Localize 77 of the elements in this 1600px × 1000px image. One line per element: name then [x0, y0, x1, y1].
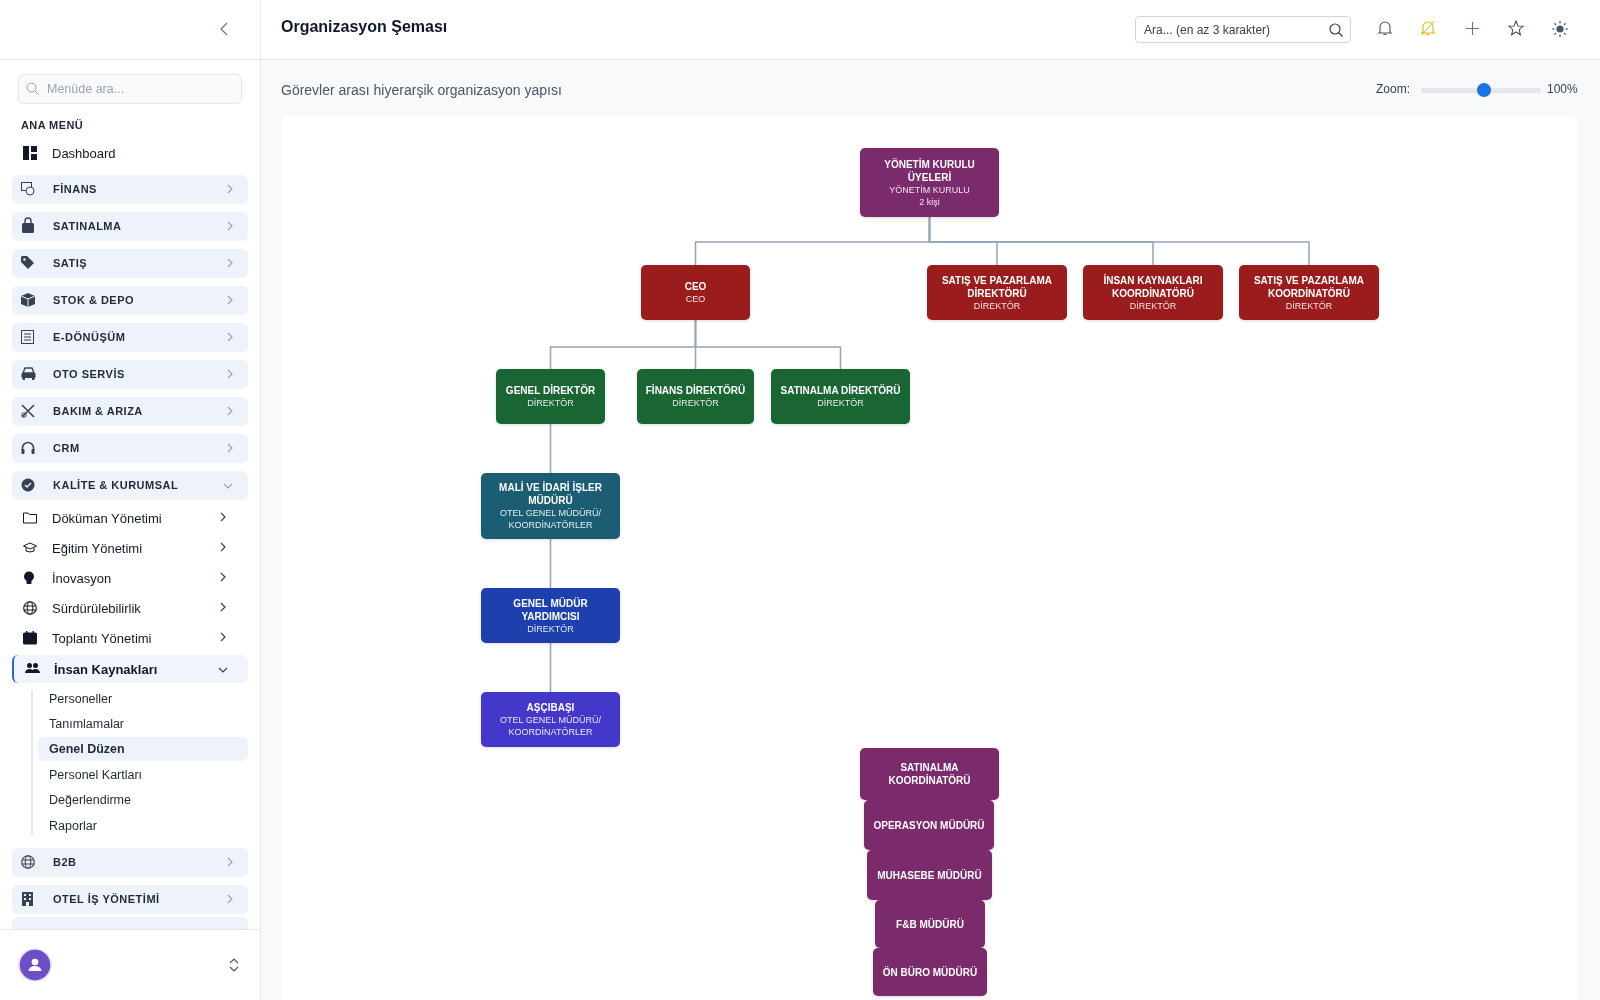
menu-item: STOK & DEPO	[12, 286, 248, 314]
menu-item: Sürdürülebilirlik	[12, 594, 248, 622]
role-title: SATINALMA DİREKTÖRÜ	[780, 384, 901, 397]
menu-item: SATINALMA	[12, 212, 248, 240]
role-title: SATINALMA KOORDİNATÖRÜ	[887, 761, 972, 787]
connector-line	[694, 319, 842, 370]
role-level: DİREKTÖR	[672, 397, 719, 409]
search-field: Ara... (en az 3 karakter)	[1135, 16, 1351, 43]
org-chart-box	[496, 369, 605, 424]
menu-item: Döküman Yönetimi	[12, 504, 248, 532]
role-title: GENEL DİREKTÖR	[505, 384, 596, 397]
menu-item: SATIŞ	[12, 249, 248, 277]
menu-item: İnsan Kaynakları	[12, 655, 248, 683]
org-chart-box	[481, 588, 620, 643]
menu-item: Toplantı Yönetimi	[12, 624, 248, 652]
role-title: SATIŞ VE PAZARLAMA KOORDİNATÖRÜ	[1252, 273, 1366, 300]
menu-item: Eğitim Yönetimi	[12, 534, 248, 562]
role-title: OPERASYON MÜDÜRÜ	[873, 818, 985, 832]
menu-item: Dashboard	[12, 139, 248, 167]
menu-item: KALİTE & KURUMSAL	[12, 471, 248, 499]
menu-item: OTO SERVİS	[12, 360, 248, 388]
role-title: AŞÇIBAŞI	[526, 701, 575, 714]
org-chart-box	[860, 148, 999, 217]
page-subtitle: Görevler arası hiyerarşik organizasyon yapısı	[281, 82, 562, 98]
menu-item: FİNANS	[12, 175, 248, 203]
menu-item: BAKIM & ARIZA	[12, 397, 248, 425]
connector-line	[549, 538, 552, 589]
role-title: MUHASEBE MÜDÜRÜ	[877, 868, 982, 882]
role-title: GENEL MÜDÜR YARDIMCISI	[512, 596, 589, 623]
org-chart-box	[1083, 265, 1223, 320]
zoom-value: 100%	[1547, 82, 1578, 96]
menu-item: E-DÖNÜŞÜM	[12, 323, 248, 351]
menu-item: Genel Düzen	[38, 737, 248, 761]
role-level: DİREKTÖR	[973, 299, 1021, 312]
role-level: DİREKTÖR	[1285, 299, 1333, 312]
org-chart-box	[481, 473, 620, 539]
role-level: OTEL GENEL MÜDÜRÜ/ KOORDİNATÖRLER	[499, 714, 602, 738]
role-level: DİREKTÖR	[527, 397, 574, 409]
menu-item: Değerlendirme	[48, 792, 132, 809]
role-title: YÖNETİM KURULU ÜYELERİ	[883, 157, 976, 184]
role-title: CEO	[684, 280, 707, 293]
org-chart-box	[927, 265, 1067, 320]
role-title: ÖN BÜRO MÜDÜRÜ	[882, 965, 978, 979]
member-count: 2 kişi	[919, 195, 940, 208]
org-chart-box	[860, 748, 999, 800]
menu-item: CRM	[12, 434, 248, 462]
menu-item: İnovasyon	[12, 564, 248, 592]
role-title: MALİ VE İDARİ İŞLER MÜDÜRÜ	[498, 481, 603, 507]
menu-search-field: Menüde ara...	[18, 74, 242, 104]
connector-line	[928, 216, 1310, 266]
menu-item: OTEL İŞ YÖNETİMİ	[12, 885, 248, 913]
zoom-label: Zoom:	[1376, 82, 1410, 96]
connector-line	[549, 642, 552, 693]
section-heading: ANA MENÜ	[21, 119, 84, 131]
role-title: SATIŞ VE PAZARLAMA DİREKTÖRÜ	[940, 273, 1054, 300]
menu-item: B2B	[12, 848, 248, 876]
role-title: F&B MÜDÜRÜ	[896, 917, 964, 931]
menu-item: Personeller	[48, 691, 114, 708]
role-level: CEO	[685, 293, 706, 305]
connector-line	[549, 423, 552, 474]
role-level: OTEL GENEL MÜDÜRÜ/ KOORDİNATÖRLER	[499, 507, 602, 531]
org-chart-box	[873, 948, 987, 996]
role-title: İNSAN KAYNAKLARI KOORDİNATÖRÜ	[1102, 273, 1204, 300]
org-chart-box	[481, 692, 620, 747]
menu-item: Tanımlamalar	[48, 716, 126, 733]
role-level: DİREKTÖR	[1129, 299, 1177, 312]
org-chart-box	[641, 265, 750, 320]
org-chart-box	[637, 369, 754, 424]
role-level: DİREKTÖR	[527, 622, 574, 635]
role-level: DİREKTÖR	[817, 397, 864, 409]
menu-item: Personel Kartları	[48, 767, 144, 784]
role-level: YÖNETİM KURULU	[889, 183, 970, 196]
org-chart-box	[1239, 265, 1379, 320]
org-chart-box	[771, 369, 910, 424]
menu-item: Raporlar	[48, 818, 98, 835]
page-title: Organizasyon Şeması	[281, 18, 448, 36]
role-title: FİNANS DİREKTÖRÜ	[645, 384, 746, 397]
